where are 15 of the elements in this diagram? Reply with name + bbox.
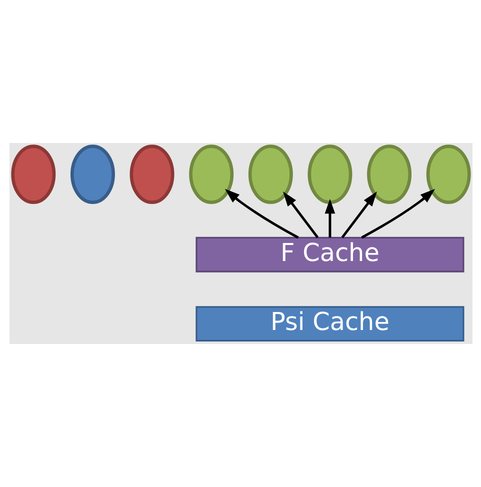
node-circle [426, 144, 470, 204]
node-circle [248, 144, 292, 204]
arrow [282, 191, 318, 238]
node-circle [307, 144, 352, 204]
node-circle [10, 144, 56, 204]
node-circle [70, 144, 114, 204]
node-circle [129, 144, 174, 204]
node-box: Psi Cache [195, 306, 464, 342]
arrow [360, 188, 435, 239]
node-box: F Cache [195, 236, 464, 272]
arrow [324, 198, 335, 238]
arrow [340, 191, 376, 238]
node-circle [188, 144, 234, 204]
node-circle [366, 144, 412, 204]
arrow [224, 188, 298, 239]
